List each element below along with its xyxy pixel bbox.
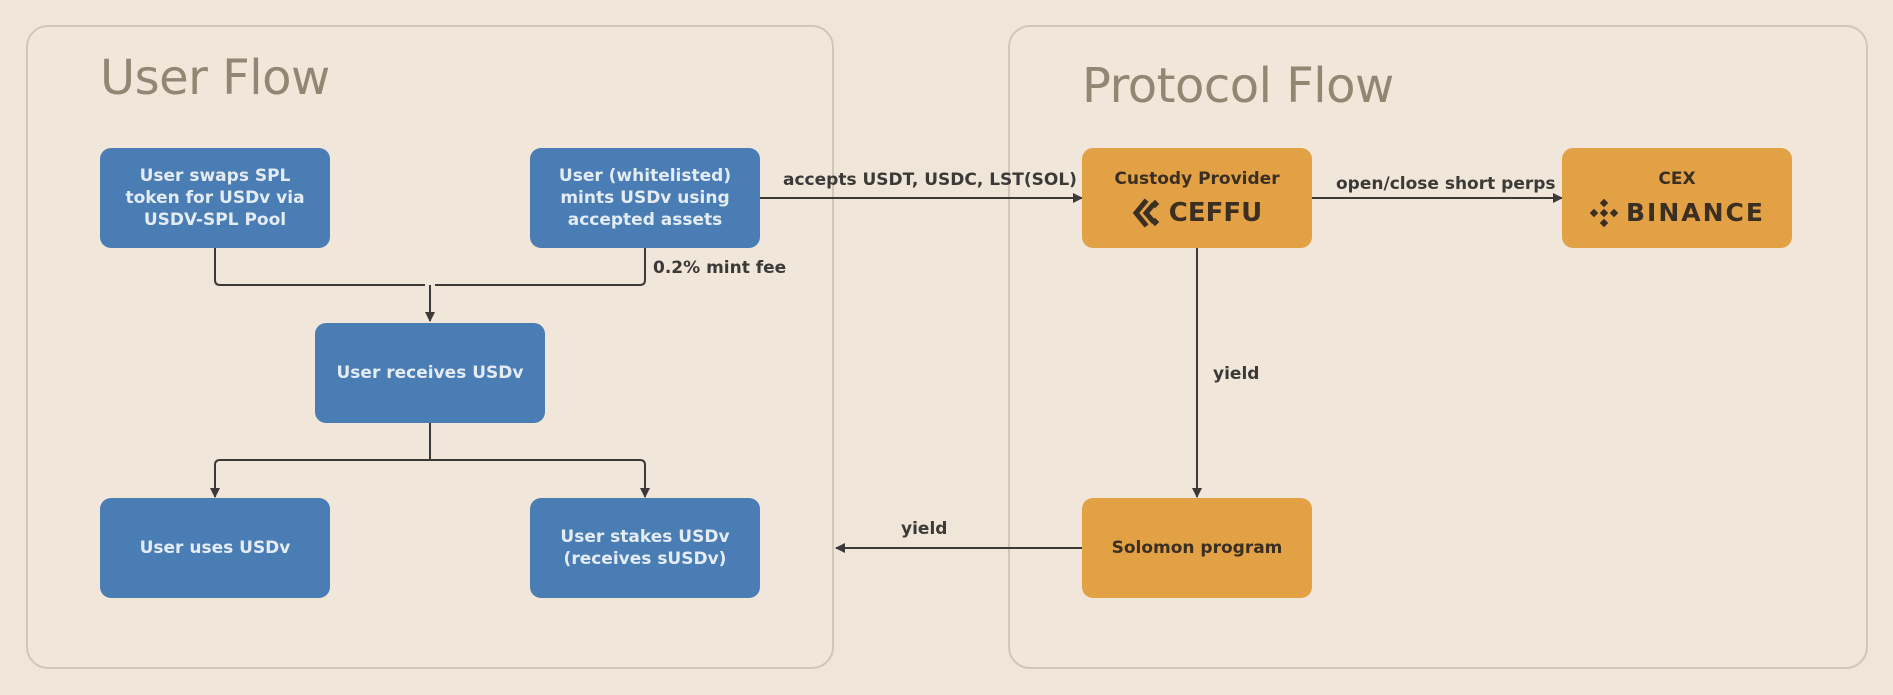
binance-logo-icon [1589,198,1619,228]
node-cex: CEX BINANCE [1562,148,1792,248]
node-user-receives-label: User receives USDv [336,363,524,383]
label-open-close: open/close short perps [1336,174,1556,194]
ceffu-logo-icon [1132,198,1159,228]
user-flow-title: User Flow [100,50,330,106]
node-custody-provider-title: Custody Provider [1114,169,1280,189]
edge-split-to-uses [210,459,430,498]
node-user-swaps-label: User swaps SPL token for USDv via USDV-S… [125,166,305,230]
edge-swaps-to-receives [214,248,425,286]
node-user-uses-label: User uses USDv [139,538,291,558]
binance-logo: BINANCE [1589,198,1765,228]
binance-logo-text: BINANCE [1626,198,1765,227]
node-user-stakes-label: User stakes USDv (receives sUSDv) [560,527,730,569]
ceffu-logo-text: CEFFU [1168,198,1263,228]
edge-split-to-stakes [430,459,650,498]
node-user-swaps: User swaps SPL token for USDv via USDV-S… [100,148,330,248]
label-mint-fee: 0.2% mint fee [653,258,787,278]
node-user-stakes: User stakes USDv (receives sUSDv) [530,498,760,598]
node-custody-provider: Custody Provider CEFFU [1082,148,1312,248]
node-user-mints: User (whitelisted) mints USDv using acce… [530,148,760,248]
label-yield-left: yield [901,519,948,539]
node-user-receives: User receives USDv [315,323,545,423]
label-accepts-assets: accepts USDT, USDC, LST(SOL) [783,170,1077,190]
edge-mints-to-receives [435,248,646,286]
ceffu-logo: CEFFU [1132,198,1262,228]
label-yield-down: yield [1213,364,1260,384]
node-cex-title: CEX [1658,169,1696,189]
node-solomon-program-label: Solomon program [1111,538,1283,558]
node-user-mints-label: User (whitelisted) mints USDv using acce… [558,166,732,230]
protocol-flow-title: Protocol Flow [1082,58,1394,114]
node-user-uses: User uses USDv [100,498,330,598]
node-solomon-program: Solomon program [1082,498,1312,598]
